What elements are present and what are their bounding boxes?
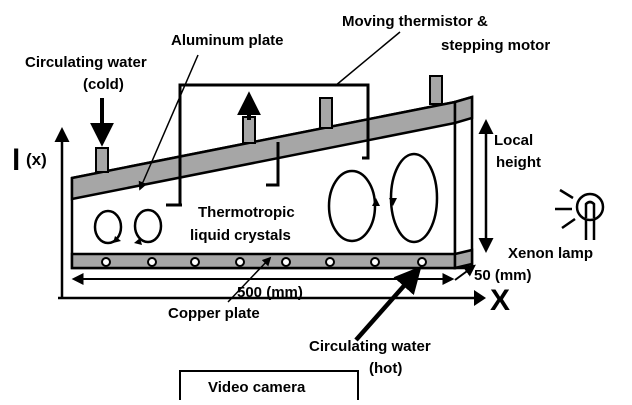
x-axis-arrowhead <box>474 290 486 306</box>
channel-hole <box>101 257 111 267</box>
xenon-lamp-icon <box>555 188 605 240</box>
convection-roll <box>133 208 163 244</box>
label-xenon-lamp: Xenon lamp <box>508 245 593 262</box>
roll-direction-arrow <box>389 198 397 206</box>
label-depth-dimension: 50 (mm) <box>474 267 532 284</box>
label-local-height-1: Local <box>494 132 533 149</box>
label-circulating-water-hot-2: (hot) <box>369 360 402 377</box>
label-aluminum-plate: Aluminum plate <box>171 32 284 49</box>
label-video-camera: Video camera <box>208 379 306 396</box>
label-circulating-water-cold-2: (cold) <box>83 76 124 93</box>
traverse-frame <box>178 83 370 205</box>
thermistor-probes <box>95 75 443 173</box>
copper-plate-side <box>453 248 474 270</box>
copper-plate-channels <box>101 257 427 267</box>
roll-direction-arrow <box>113 236 121 243</box>
channel-hole <box>281 257 291 267</box>
channel-hole <box>147 257 157 267</box>
channel-hole <box>325 257 335 267</box>
channel-hole <box>417 257 427 267</box>
thermistor-probe <box>429 75 443 105</box>
x-axis-symbol: X <box>490 284 510 317</box>
convection-roll <box>93 209 123 245</box>
label-moving-thermistor-1: Moving thermistor & <box>342 13 488 30</box>
channel-hole <box>235 257 245 267</box>
label-moving-thermistor-2: stepping motor <box>441 37 550 54</box>
label-circulating-water-cold-1: Circulating water <box>25 54 147 71</box>
y-axis-argument: (x) <box>26 150 47 169</box>
thermistor-probe <box>242 116 256 144</box>
aluminum-plate-side <box>453 95 474 125</box>
traverse-bracket-mid <box>266 142 280 187</box>
y-axis-symbol: l <box>12 144 20 177</box>
hot-water-arrow <box>354 265 422 342</box>
thermistor-leader <box>334 31 401 87</box>
thermistor-probe <box>95 147 109 173</box>
thermistor-probe <box>319 97 333 129</box>
copper-plate-band <box>70 252 457 270</box>
label-liquid-crystals-1: Thermotropic <box>198 204 295 221</box>
roll-direction-arrow <box>372 198 380 206</box>
channel-hole <box>370 257 380 267</box>
aluminum-plate-leader <box>138 54 199 191</box>
label-copper-plate: Copper plate <box>168 305 260 322</box>
label-liquid-crystals-2: liquid crystals <box>190 227 291 244</box>
label-length-dimension: 500 (mm) <box>237 284 303 301</box>
label-circulating-water-hot-1: Circulating water <box>309 338 431 355</box>
video-camera-box <box>179 370 359 405</box>
label-local-height-2: height <box>496 154 541 171</box>
roll-direction-arrows <box>113 198 397 245</box>
channel-hole <box>190 257 200 267</box>
roll-direction-arrow <box>134 238 142 245</box>
depth-dimension-arrow <box>454 264 476 281</box>
